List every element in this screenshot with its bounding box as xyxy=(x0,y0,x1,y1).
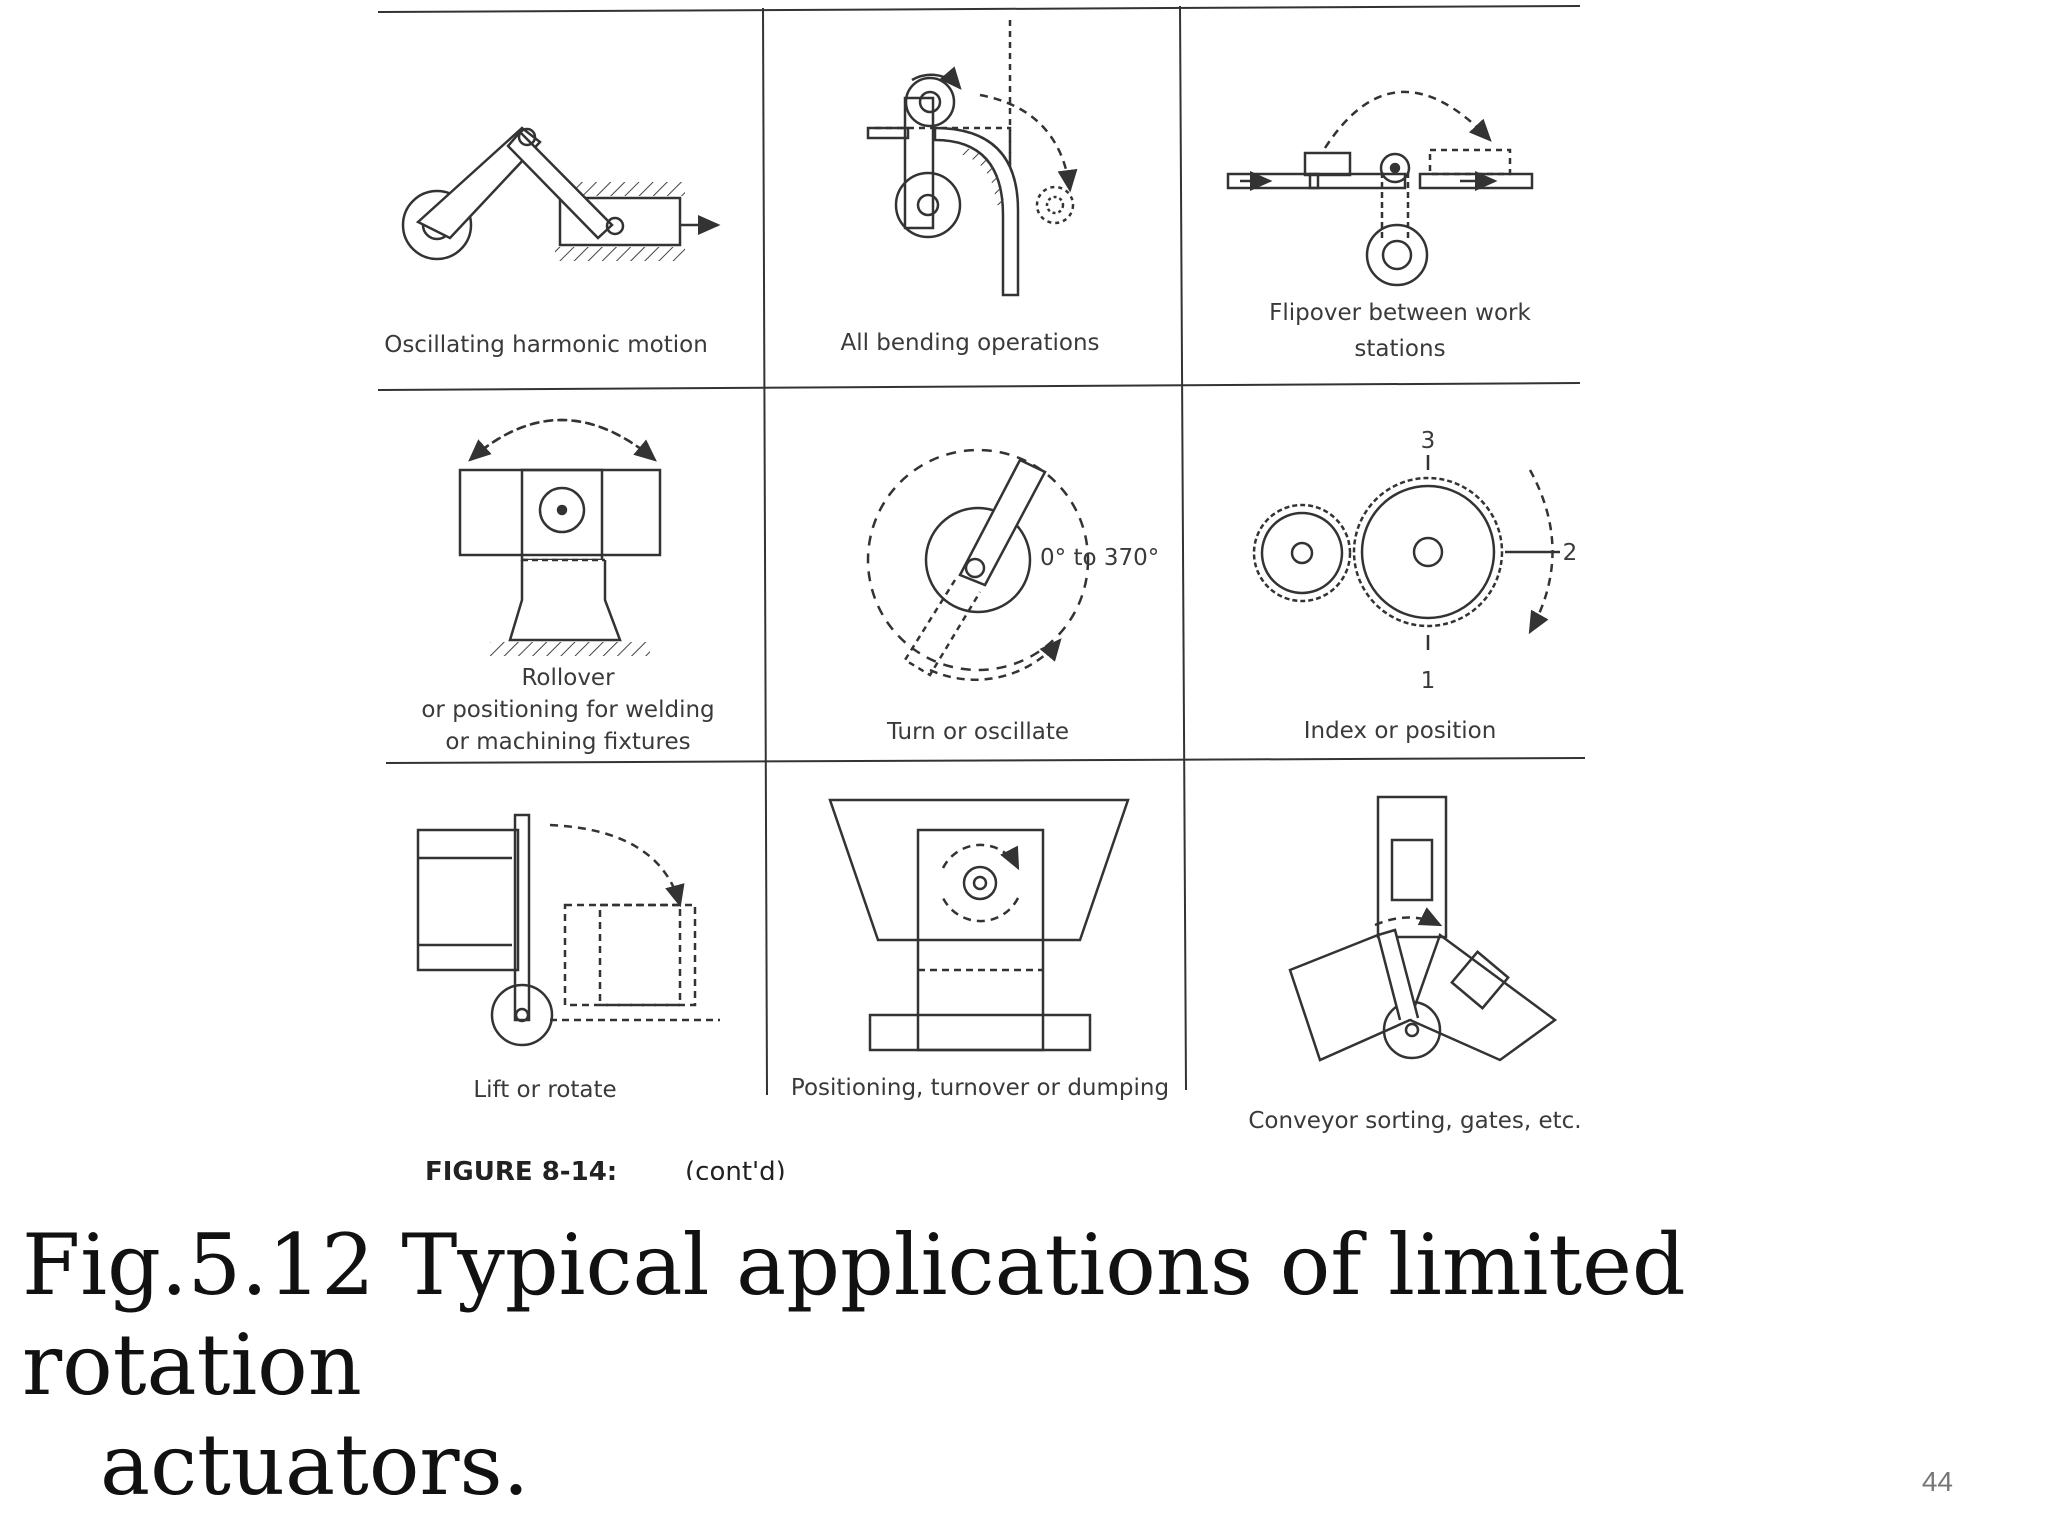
actuator-applications-figure: 3 2 1 Oscilla xyxy=(377,5,1586,1180)
cell-index-diagram xyxy=(1252,455,1560,650)
label-lift-rotate: Lift or rotate xyxy=(473,1077,616,1103)
figure-drawing: 3 2 1 Oscilla xyxy=(377,5,1586,1180)
cell-turn-oscillate-diagram xyxy=(866,448,1090,681)
cell-labels: Oscillating harmonic motion All bending … xyxy=(384,300,1581,1180)
index-position-3: 3 xyxy=(1421,428,1436,454)
angle-range-label: 0° to 370° xyxy=(1040,545,1159,571)
caption-line1: Fig.5.12 Typical applications of limited… xyxy=(22,1216,1686,1414)
page-number: 44 xyxy=(1921,1466,1953,1497)
cell-lift-rotate-diagram xyxy=(416,813,720,1047)
label-rollover-line2: or positioning for welding xyxy=(421,697,714,723)
grid-lines xyxy=(377,5,1586,1096)
label-flipover-line2: stations xyxy=(1354,336,1445,362)
label-flipover-line1: Flipover between work xyxy=(1269,300,1531,326)
slide-caption: Fig.5.12 Typical applications of limited… xyxy=(22,1215,1922,1515)
label-conveyor: Conveyor sorting, gates, etc. xyxy=(1248,1108,1581,1134)
label-index: Index or position xyxy=(1304,718,1497,744)
label-rollover-line3: or machining fixtures xyxy=(445,729,690,755)
label-oscillating: Oscillating harmonic motion xyxy=(384,332,708,358)
label-dumping: Positioning, turnover or dumping xyxy=(791,1075,1169,1101)
cell-flipover-diagram xyxy=(1226,90,1534,287)
label-turn-oscillate: Turn or oscillate xyxy=(886,719,1069,745)
cell-oscillating-diagram xyxy=(401,126,721,261)
index-position-1: 1 xyxy=(1421,668,1436,694)
cell-bending-diagram xyxy=(866,20,1078,297)
cell-conveyor-diagram xyxy=(1288,795,1558,1062)
cell-rollover-diagram xyxy=(458,418,662,656)
figure-number: FIGURE 8-14: xyxy=(425,1157,617,1180)
cell-dumping-diagram xyxy=(828,798,1130,1052)
label-bending: All bending operations xyxy=(840,330,1099,356)
figure-cont: (cont'd) xyxy=(685,1157,786,1180)
index-position-labels: 3 2 1 xyxy=(1421,428,1578,694)
label-rollover-line1: Rollover xyxy=(521,665,615,691)
index-position-2: 2 xyxy=(1563,540,1578,566)
caption-line2: actuators. xyxy=(100,1416,530,1514)
